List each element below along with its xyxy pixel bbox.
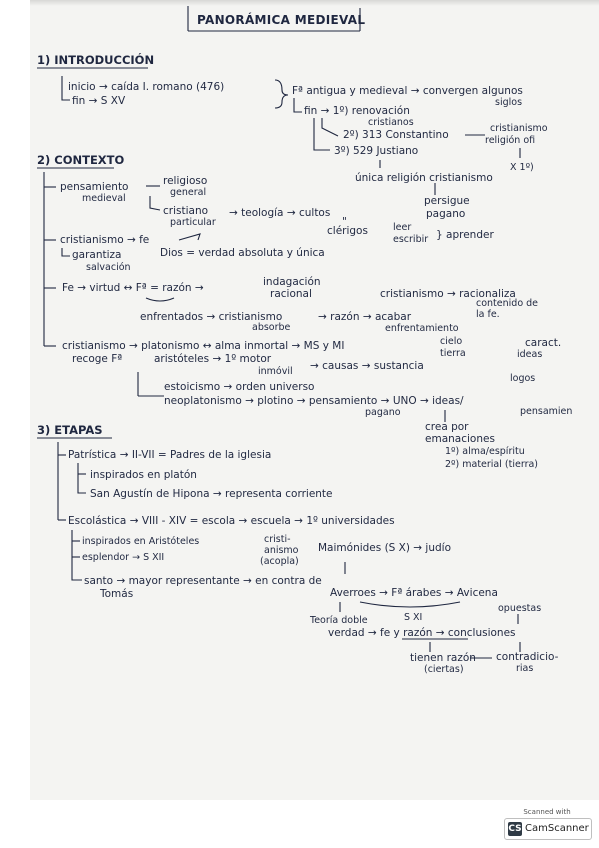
ctx-caract: caract.: [525, 337, 561, 349]
title-box: PANORÁMICA MEDIEVAL: [187, 6, 365, 32]
ctx-material: 2º) material (tierra): [445, 459, 538, 470]
ctx-persigue: persigue: [424, 195, 470, 207]
ctx-aristoteles: aristóteles → 1º motor: [154, 353, 272, 365]
etapas-rias: rias: [516, 663, 533, 674]
intro-religion-ofi: religión ofi: [485, 135, 535, 146]
ctx-indagacion: indagación: [263, 276, 321, 288]
ctx-leer: leer: [393, 222, 411, 233]
ctx-fe: Fe → virtud ↔ Fª = razón →: [62, 282, 204, 294]
ctx-cristianismo-rac: cristianismo → racionaliza: [380, 288, 516, 300]
etapas-tomas: Tomás: [99, 588, 133, 600]
ctx-pensamien: pensamien: [520, 406, 572, 417]
ctx-ideas: ideas: [517, 349, 542, 360]
etapas-verdad: verdad → fe y razón → conclusiones: [328, 627, 516, 639]
ctx-recoge1: cristianismo → platonismo ↔ alma inmorta…: [62, 340, 344, 352]
ctx-aprender: } aprender: [436, 229, 494, 241]
intro-313: 2º) 313 Constantino: [343, 129, 449, 141]
intro-cristianismo: cristianismo: [490, 123, 548, 134]
ctx-crea: crea por: [425, 421, 469, 433]
camscanner-brand: CamScanner: [525, 823, 589, 834]
etapas-inspirados-ar: inspirados en Aristóteles: [82, 536, 199, 547]
heading-etapas: 3) ETAPAS: [37, 423, 103, 437]
etapas-cristi: cristi-: [264, 534, 291, 545]
intro-siglos: siglos: [495, 97, 522, 108]
intro-unica: única religión cristianismo: [355, 172, 493, 184]
intro-fa: Fª antigua y medieval → convergen alguno…: [292, 85, 523, 97]
ctx-dios: Dios = verdad absoluta y única: [160, 247, 325, 259]
ctx-garantiza: garantiza: [72, 249, 122, 261]
page-shadow: [30, 0, 599, 6]
etapas-inspirados: inspirados en platón: [90, 469, 197, 481]
etapas-santo: santo → mayor representante → en contra …: [84, 575, 322, 587]
ctx-logos: logos: [510, 373, 535, 384]
ctx-absorbe: absorbe: [252, 322, 291, 333]
etapas-opuestas: opuestas: [498, 603, 541, 614]
intro-fin2: fin → 1º) renovación: [304, 105, 410, 117]
camscanner-watermark: Scanned with CS CamScanner: [504, 808, 592, 842]
ctx-inmovil: inmóvil: [258, 366, 293, 377]
ctx-lafe: la fe.: [476, 309, 500, 320]
ctx-razon: → razón → acabar: [318, 311, 412, 323]
ctx-recoge2: recoge Fª: [72, 353, 122, 365]
etapas-patristica: Patrística → II-VII = Padres de la igles…: [68, 449, 271, 461]
ctx-pagano: pagano: [426, 208, 465, 220]
etapas-tienen: tienen razón: [410, 652, 476, 664]
etapas-contradicio: contradicio-: [496, 651, 559, 663]
ctx-cielo: cielo: [440, 336, 462, 347]
ctx-pensamiento: pensamiento: [60, 181, 129, 193]
ctx-tierra: tierra: [440, 348, 466, 359]
ctx-general: general: [170, 187, 206, 198]
ctx-causas: → causas → sustancia: [310, 360, 424, 372]
ctx-clerigos: clérigos: [327, 225, 368, 237]
camscanner-logo-icon: CS: [508, 822, 522, 836]
intro-inicio: inicio → caída I. romano (476): [68, 81, 224, 93]
etapas-esplendor: esplendor → S XII: [82, 552, 164, 563]
etapas-escolastica: Escolástica → VIII - XIV = escola → escu…: [68, 515, 395, 527]
ctx-enfrentados: enfrentados → cristianismo: [140, 311, 282, 323]
intro-cristianos: cristianos: [368, 117, 414, 128]
ctx-estoicismo: estoicismo → orden universo: [164, 381, 314, 393]
intro-fin: fin → S XV: [72, 95, 126, 107]
heading-introduccion: 1) INTRODUCCIÓN: [37, 52, 154, 67]
etapas-anismo: anismo: [264, 545, 299, 556]
etapas-averroes: Averroes → Fª árabes → Avicena: [330, 587, 498, 599]
ctx-comillas: ": [342, 216, 347, 228]
intro-529: 3º) 529 Justiano: [334, 145, 418, 157]
etapas-maimonides: Maimónides (S X) → judío: [318, 542, 451, 554]
ctx-enfrentamiento: enfrentamiento: [385, 323, 459, 334]
camscanner-badge: CS CamScanner: [504, 818, 592, 840]
ctx-medieval: medieval: [82, 193, 126, 204]
scanned-with-label: Scanned with: [523, 808, 571, 816]
ctx-teologia: → teología → cultos: [229, 207, 330, 219]
ctx-escribir: escribir: [393, 234, 428, 245]
ctx-neoplatonismo: neoplatonismo → plotino → pensamiento → …: [164, 395, 464, 407]
etapas-agustin: San Agustín de Hipona → representa corri…: [90, 488, 333, 500]
ctx-racional: racional: [270, 288, 312, 300]
ctx-particular: particular: [170, 217, 216, 228]
etapas-ciertas: (ciertas): [424, 664, 464, 675]
ctx-emanaciones: emanaciones: [425, 433, 495, 445]
etapas-sxi: S XI: [404, 612, 422, 623]
ctx-cristiano: cristiano: [163, 205, 208, 217]
ctx-alma: 1º) alma/espíritu: [445, 446, 525, 457]
ctx-cristianismo: cristianismo → fe: [60, 234, 149, 246]
intro-x1: X 1º): [510, 162, 534, 173]
ctx-salvacion: salvación: [86, 262, 131, 273]
page-title: PANORÁMICA MEDIEVAL: [197, 12, 365, 27]
heading-contexto: 2) CONTEXTO: [37, 153, 125, 167]
ctx-religioso: religioso: [163, 175, 207, 187]
etapas-acopla: (acopla): [260, 556, 299, 567]
ctx-contenido: contenido de: [476, 298, 538, 309]
etapas-teoria: Teoría doble: [309, 615, 368, 626]
ctx-pagano2: pagano: [365, 407, 401, 418]
